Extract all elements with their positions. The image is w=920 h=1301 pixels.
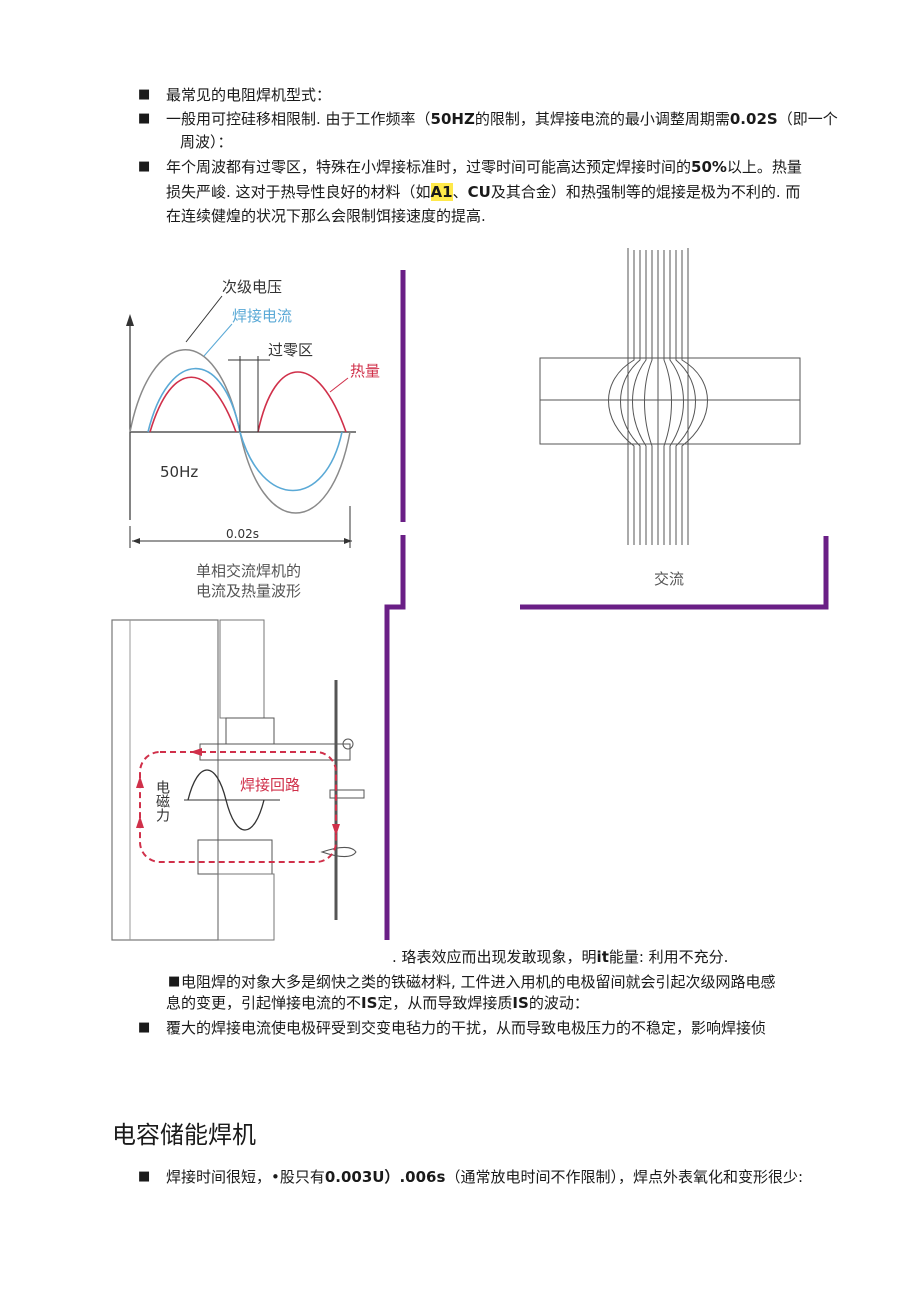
intro-item-3-percent: 50% <box>691 158 727 176</box>
flux-line-1 <box>608 250 635 545</box>
intro-item-3-line2: 损失严峻. 这对于热导性良好的材料（如A1、CU及其合金）和热强制等的焜接是极为… <box>166 181 800 203</box>
section2-item-1-time: 0.003U）.006s <box>324 1168 446 1186</box>
skin-effect-line: . 珞表效应而出现发敢现象，明it能量: 利用不充分. <box>392 946 728 968</box>
rod-nozzle <box>320 847 357 857</box>
wave-figure: 次级电压 焊接电流 过零区 热量 50Hz 0.02s 单相交流焊机的 电流及热… <box>126 278 380 600</box>
bullet-5: ■ <box>138 1020 151 1035</box>
flux-line-6 <box>663 250 672 545</box>
bullet-1: ■ <box>138 87 151 102</box>
after-item-4-line2-e: 的波动： <box>528 994 589 1012</box>
weld-loop-path <box>139 751 337 863</box>
label-50hz: 50Hz <box>160 463 198 481</box>
loop-arrow-left-up-2 <box>136 816 144 828</box>
label-em-force: 电磁力 <box>154 780 170 823</box>
intro-item-1: 最常见的电阻焊机型式： <box>166 84 331 106</box>
label-weld-loop: 焊接回路 <box>240 776 300 794</box>
intro-item-3-al: A1 <box>430 183 453 201</box>
bullet-3: ■ <box>138 159 151 174</box>
label-heat: 热量 <box>350 362 380 380</box>
intro-item-3-line3: 在连续健煌的状况下那么会限制饵接速度的提高. <box>166 207 486 225</box>
flux-line-2 <box>620 250 641 545</box>
heat-curve-2 <box>257 371 347 433</box>
upper-clamp <box>225 717 275 745</box>
after-item-4-line2-c: 定，从而导致焊接质 <box>377 994 513 1012</box>
heat-curve-1 <box>149 376 237 433</box>
after-item-4-line2: 息的变更，引起惮接电流的不IS定，从而导致焊接质IS的波动： <box>166 992 589 1014</box>
upper-cylinder <box>219 619 265 719</box>
after-item-4: 电阻焊的对象大多是纲快之类的铁磁材料, 工件进入用机的电极留间就会引起次级网路电… <box>181 973 776 991</box>
leader-secondary-voltage <box>185 295 223 343</box>
label-ac: 交流 <box>654 570 684 588</box>
intro-item-3-line2-a: 损失严峻. 这对于热导性良好的材料（如 <box>166 183 431 201</box>
inset-sine <box>187 769 265 831</box>
intro-item-2-text-e: （即一个 <box>777 110 838 128</box>
rod-clamp-1 <box>329 789 365 799</box>
loop-arrow-left-up <box>136 776 144 788</box>
section2-item-1: 焊接时间很短，•股只有0.003U）.006s（通常放电时间不作限制），焊点外表… <box>166 1166 803 1188</box>
skin-effect-text-c: 能量: 利用不充分. <box>608 948 729 966</box>
after-item-5: 覆大的焊接电流使电极砰受到交变电毡力的干扰，从而导致电极压力的不稳定，影响焊接侦 <box>166 1019 767 1037</box>
after-item-4-is-2: IS <box>512 994 529 1012</box>
intro-item-1-text: 最常见的电阻焊机型式： <box>166 86 332 104</box>
intro-item-3-cu: CU <box>467 183 491 201</box>
section-heading: 电容储能焊机 <box>112 1121 256 1149</box>
leader-heat <box>329 377 349 393</box>
label-zero-zone: 过零区 <box>268 341 313 359</box>
caption-line-2: 电流及热量波形 <box>196 582 301 600</box>
intro-item-2-freq: 50HZ <box>430 110 475 128</box>
bullet-6: ■ <box>138 1169 151 1184</box>
bullet-4: ■ <box>168 974 181 989</box>
section2-item-1-a: 焊接时间很短，•股只有 <box>166 1168 325 1186</box>
intro-item-2-text-a: 一般用可控硅移相限制. 由于工作频率（ <box>166 110 431 128</box>
after-item-4-is-1: IS <box>361 994 378 1012</box>
wave-y-axis-arrow <box>126 314 134 326</box>
after-item-4-line2-a: 息的变更，引起惮接电流的不 <box>166 994 362 1012</box>
flux-line-8 <box>675 250 696 545</box>
period-arrow-right <box>344 538 352 544</box>
intro-item-3-sep: 、 <box>452 183 468 201</box>
purple-frame <box>384 270 829 940</box>
intro-item-3-text-a: 年个周波都有过零区，特殊在小焊接标准时，过零时间可能高达预定焊接时间的 <box>166 158 692 176</box>
loop-arrow-right-down <box>332 824 340 836</box>
caption-line-1: 单相交流焊机的 <box>196 562 301 580</box>
lower-support <box>217 873 275 941</box>
section2-item-1-c: （通常放电时间不作限制），焊点外表氧化和变形很少: <box>445 1168 803 1186</box>
intro-item-2: 一般用可控硅移相限制. 由于工作频率（50HZ的限制，其焊接电流的最小调整周期需… <box>166 108 838 130</box>
lower-electrode-holder <box>197 839 273 875</box>
skin-effect-it: it <box>596 948 609 966</box>
intro-item-3-text-c: 以上。热量 <box>726 158 802 176</box>
label-weld-current: 焊接电流 <box>232 307 292 325</box>
purple-line-left-loop <box>384 535 406 940</box>
label-period: 0.02s <box>226 527 259 541</box>
intro-item-3: 年个周波都有过零区，特殊在小焊接标准时，过零时间可能高达预定焊接时间的50%以上… <box>166 156 802 178</box>
skin-effect-text-a: . 珞表效应而出现发敢现象，明 <box>392 948 597 966</box>
machine-frame <box>111 619 219 941</box>
flux-line-4 <box>644 250 653 545</box>
purple-line-under-flux <box>520 536 829 610</box>
period-arrow-left <box>132 538 140 544</box>
flux-figure: 交流 <box>539 248 801 588</box>
flux-line-9 <box>681 250 708 545</box>
bullet-2: ■ <box>138 111 151 126</box>
intro-item-2-text-c: 的限制，其焊接电流的最小调整周期需 <box>474 110 730 128</box>
intro-item-3-line2-e: 及其合金）和热强制等的焜接是极为不利的. 而 <box>490 183 801 201</box>
label-secondary-voltage: 次级电压 <box>222 278 282 296</box>
loop-figure: 电磁力 焊接回路 <box>111 619 365 941</box>
intro-item-2-cont: 周波）： <box>180 133 233 151</box>
flux-line-7 <box>669 250 684 545</box>
workpiece-plates <box>539 357 801 445</box>
pivot <box>342 738 354 750</box>
flux-line-3 <box>632 250 647 545</box>
intro-item-2-period: 0.02S <box>729 110 778 128</box>
loop-arrow-top <box>190 748 202 756</box>
leader-weld-current <box>203 323 233 357</box>
